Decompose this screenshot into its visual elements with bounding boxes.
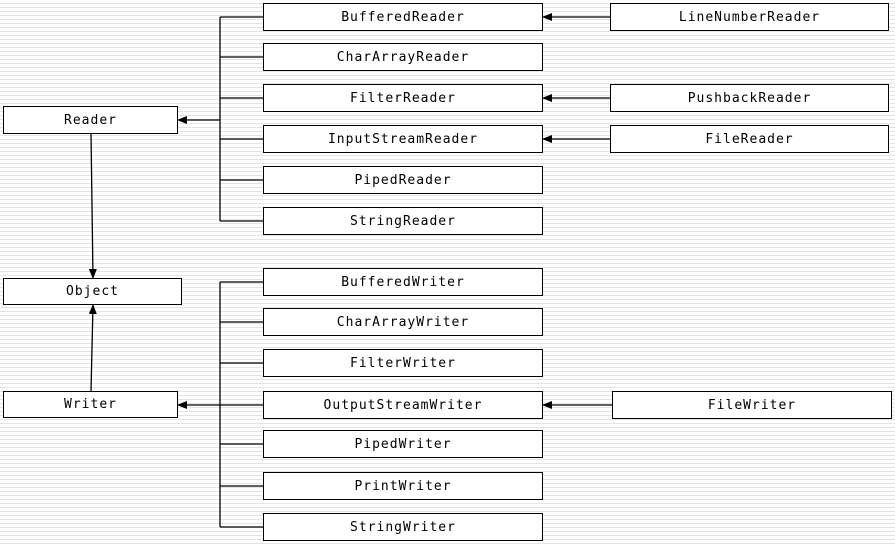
node-line-number-reader: LineNumberReader	[610, 3, 889, 31]
node-piped-reader: PipedReader	[263, 166, 543, 194]
edge-reader-to-object	[88, 132, 97, 279]
node-file-reader: FileReader	[610, 125, 889, 153]
node-reader: Reader	[3, 106, 178, 134]
node-char-array-reader: CharArrayReader	[263, 43, 543, 71]
node-object: Object	[3, 278, 182, 305]
node-pushback-reader: PushbackReader	[610, 84, 889, 112]
node-print-writer: PrintWriter	[263, 472, 543, 500]
node-piped-writer: PipedWriter	[263, 430, 543, 458]
node-char-array-writer: CharArrayWriter	[263, 308, 543, 336]
node-string-reader: StringReader	[263, 207, 543, 235]
node-string-writer: StringWriter	[263, 513, 543, 541]
node-file-writer: FileWriter	[612, 391, 892, 419]
node-filter-reader: FilterReader	[263, 84, 543, 112]
node-filter-writer: FilterWriter	[263, 349, 543, 377]
edge-writer-to-object	[88, 304, 97, 392]
node-buffered-writer: BufferedWriter	[263, 268, 543, 296]
node-writer: Writer	[3, 391, 178, 418]
node-input-stream-reader: InputStreamReader	[263, 125, 543, 153]
node-output-stream-writer: OutputStreamWriter	[263, 391, 543, 419]
node-buffered-reader: BufferedReader	[263, 3, 543, 31]
